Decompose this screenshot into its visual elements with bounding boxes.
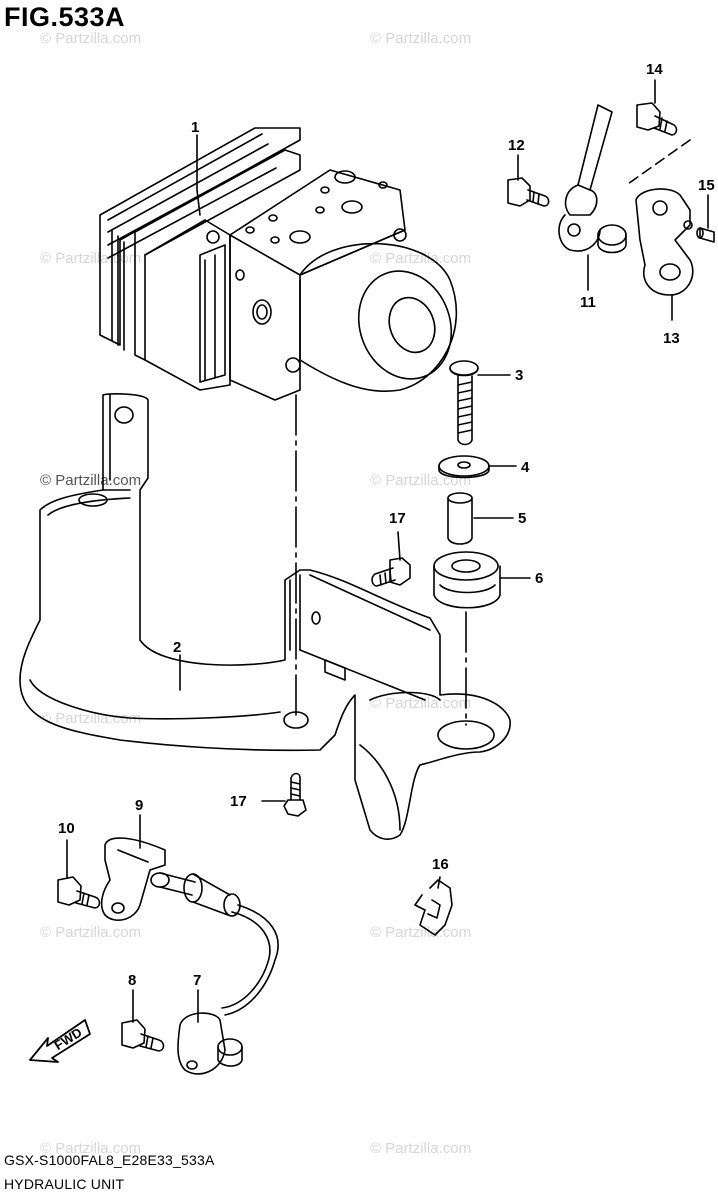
watermark: © Partzilla.com	[40, 472, 142, 489]
callout-12: 12	[508, 137, 525, 154]
washer[interactable]	[438, 455, 490, 479]
watermark: © Partzilla.com	[40, 30, 142, 47]
bolt-10[interactable]	[57, 876, 101, 909]
watermark: © Partzilla.com	[40, 924, 142, 941]
watermark: © Partzilla.com	[40, 1140, 142, 1157]
fwd-arrow-icon: FWD	[29, 1019, 91, 1063]
bolt-12[interactable]	[507, 177, 550, 207]
figure-code: GSX-S1000FAL8_E28E33_533A	[4, 1152, 215, 1168]
callout-8: 8	[128, 972, 136, 989]
callout-6: 6	[535, 570, 543, 587]
callout-1: 1	[191, 119, 199, 136]
callout-16: 16	[432, 856, 449, 873]
sensor-bracket[interactable]	[635, 188, 694, 296]
callout-17-lower: 17	[230, 793, 247, 810]
callout-9: 9	[135, 797, 143, 814]
figure-title: FIG.533A	[4, 2, 126, 32]
bolt-8[interactable]	[121, 1019, 165, 1052]
watermark: © Partzilla.com	[370, 924, 472, 941]
callout-15: 15	[698, 177, 715, 194]
bracket[interactable]	[19, 393, 511, 840]
collar[interactable]	[447, 492, 473, 545]
callout-4: 4	[521, 459, 530, 476]
callout-7: 7	[193, 972, 201, 989]
front-wheel-sensor[interactable]	[558, 104, 627, 254]
watermark: © Partzilla.com	[370, 30, 472, 47]
watermark: © Partzilla.com	[370, 472, 472, 489]
watermark: © Partzilla.com	[40, 710, 142, 727]
callout-14: 14	[646, 61, 663, 78]
hydraulic-unit[interactable]	[99, 127, 466, 401]
callout-17-upper: 17	[389, 510, 406, 527]
rear-wheel-sensor[interactable]	[150, 872, 279, 1075]
callout-11: 11	[580, 294, 596, 311]
figure-caption: HYDRAULIC UNIT	[4, 1176, 125, 1192]
watermark: © Partzilla.com	[370, 695, 472, 712]
bolt-17-upper[interactable]	[371, 557, 411, 587]
grommet[interactable]	[433, 551, 501, 609]
callout-13: 13	[663, 330, 680, 347]
callout-10: 10	[58, 820, 75, 837]
rear-sensor-bracket[interactable]	[100, 837, 166, 921]
bolt-14[interactable]	[636, 102, 678, 136]
watermark: © Partzilla.com	[370, 250, 472, 267]
bolt-17-lower[interactable]	[283, 772, 307, 817]
clamp[interactable]	[414, 879, 453, 936]
pin-15[interactable]	[696, 227, 715, 243]
watermark: © Partzilla.com	[370, 1140, 472, 1157]
screw[interactable]	[449, 360, 479, 446]
callout-3: 3	[515, 367, 523, 384]
callout-2: 2	[173, 639, 181, 656]
callout-5: 5	[518, 510, 526, 527]
